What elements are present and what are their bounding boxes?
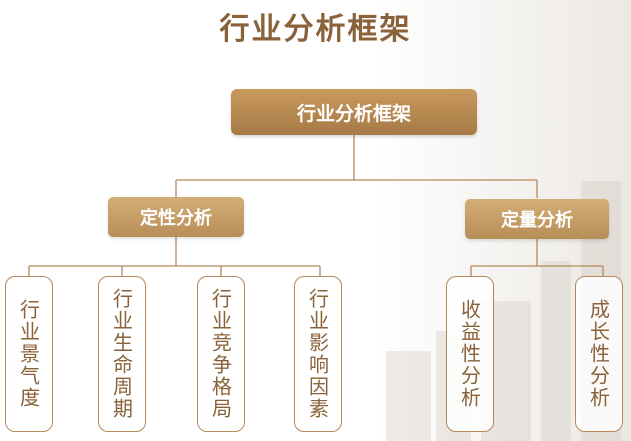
leaf-node-label: 行业竞争格局 xyxy=(208,288,233,420)
leaf-node-label: 行业影响因素 xyxy=(305,288,330,420)
leaf-node-profitability: 收益性分析 xyxy=(446,276,494,432)
branch-node-quantitative: 定量分析 xyxy=(465,199,609,239)
leaf-node-industry-lifecycle: 行业生命周期 xyxy=(98,276,146,432)
page-title: 行业分析框架 xyxy=(219,12,412,47)
branch-node-label: 定性分析 xyxy=(140,208,212,229)
branch-node-qualitative: 定性分析 xyxy=(108,197,244,237)
branch-node-label: 定量分析 xyxy=(501,210,573,231)
leaf-node-label: 行业生命周期 xyxy=(109,288,134,420)
leaf-node-industry-prosperity: 行业景气度 xyxy=(5,276,53,432)
leaf-node-growth: 成长性分析 xyxy=(575,276,623,432)
leaf-node-label: 成长性分析 xyxy=(586,299,611,409)
leaf-node-label: 收益性分析 xyxy=(457,299,482,409)
leaf-node-industry-competition: 行业竞争格局 xyxy=(197,276,245,432)
root-node: 行业分析框架 xyxy=(231,89,477,135)
leaf-node-industry-factors: 行业影响因素 xyxy=(294,276,342,432)
leaf-node-label: 行业景气度 xyxy=(16,299,41,409)
root-node-label: 行业分析框架 xyxy=(296,102,411,125)
